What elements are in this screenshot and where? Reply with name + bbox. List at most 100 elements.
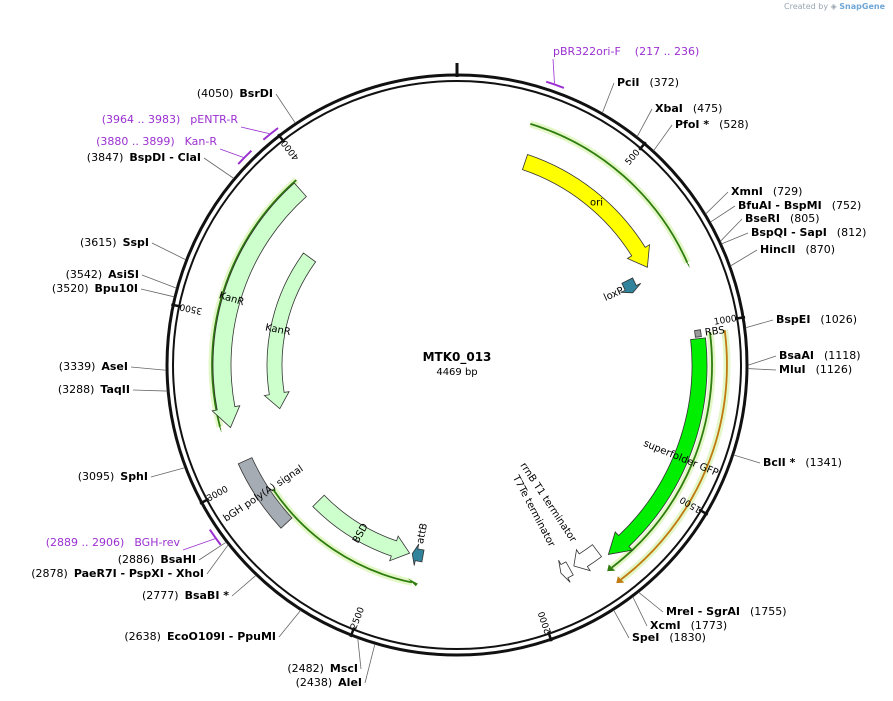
feature-bsd[interactable] (312, 494, 411, 562)
orf-track-halo (269, 487, 413, 586)
scale-tick-label: 3000 (205, 485, 230, 505)
site-bspdi-clai[interactable]: BspDI - ClaI(3847) (87, 151, 234, 179)
site-leader-line (364, 644, 376, 684)
primer-coord: (217 .. 236) (635, 45, 700, 58)
site-xcmi[interactable]: XcmI(1773) (632, 596, 728, 632)
site-name: MscI (330, 662, 358, 675)
site-paer7i-pspxi-xhoi[interactable]: PaeR7I - PspXI - XhoI(2878) (31, 544, 229, 580)
primer-kan-r[interactable]: Kan-R(3880 .. 3899) (96, 135, 253, 165)
site-bseri[interactable]: BseRI(805) (720, 212, 820, 242)
primer-name: Kan-R (185, 135, 218, 148)
primer-leader-line (552, 58, 555, 84)
site-coord: (372) (649, 76, 679, 89)
site-leader-line (601, 82, 615, 114)
site-sphi[interactable]: SphI(3095) (78, 467, 185, 483)
scale-tick (547, 631, 553, 642)
site-name: AsiSI (108, 268, 139, 281)
site-name: BseRI (745, 212, 780, 225)
backbone-inner-circle (172, 80, 742, 650)
site-xbai[interactable]: XbaI (475) (636, 102, 723, 137)
map-center: MTK0_013 4469 bp (423, 350, 492, 378)
site-msci[interactable]: MscI(2482) (287, 638, 362, 675)
site-spei[interactable]: SpeI(1830) (613, 610, 706, 644)
site-coord: (3339) (59, 360, 96, 373)
site-sspi[interactable]: SspI(3615) (80, 236, 186, 261)
site-bspqi-sapi[interactable]: BspQI - SapI(812) (721, 226, 867, 245)
site-leader-line (206, 544, 229, 575)
site-bspei[interactable]: BspEI(1026) (745, 313, 857, 329)
site-mlui[interactable]: MluI(1126) (747, 363, 852, 376)
site-name: PfoI * (675, 118, 709, 131)
primer-arrow (237, 149, 253, 165)
feature-ori[interactable] (521, 153, 650, 268)
primer-arrow (208, 529, 222, 546)
primer-pbr322ori-f[interactable]: pBR322ori-F (217 .. 236) (545, 45, 700, 89)
site-bsaai[interactable]: BsaAI (1118) (747, 349, 861, 366)
orf-tracks (208, 120, 731, 587)
feature-loxp[interactable] (620, 277, 642, 294)
primer-arrow (262, 127, 279, 141)
primer-name: pENTR-R (190, 113, 238, 126)
feature-attb[interactable] (411, 543, 425, 566)
primer-bgh-rev[interactable]: BGH-rev(2889 .. 2906) (46, 529, 222, 551)
site-leader-line (733, 454, 761, 464)
site-coord: (3847) (87, 151, 124, 164)
site-pfoi[interactable]: PfoI *(528) (653, 118, 749, 151)
site-bsabi[interactable]: BsaBI *(2777) (142, 575, 257, 602)
site-coord: (2438) (296, 676, 333, 689)
primer-leader-line (240, 126, 270, 135)
site-coord: (1118) (824, 349, 861, 362)
primer-arrow (545, 80, 565, 89)
site-asisi[interactable]: AsiSI(3542) (66, 268, 177, 289)
site-coord: (1773) (691, 619, 728, 632)
site-leader-line (730, 249, 758, 267)
feature-superfolder-gfp[interactable] (607, 337, 708, 555)
site-alei[interactable]: AleI(2438) (296, 644, 376, 689)
site-leader-line (203, 157, 234, 179)
site-name: BsaAI (779, 349, 814, 362)
site-coord: (475) (693, 102, 723, 115)
primer-leader-line (219, 148, 244, 158)
site-leader-line (151, 242, 186, 261)
site-pcii[interactable]: PciI(372) (601, 76, 679, 114)
feature-kanr[interactable] (263, 252, 317, 410)
feature-kanr[interactable] (211, 182, 307, 429)
site-leader-line (720, 218, 743, 242)
site-mrei-sgrai[interactable]: MreI - SgrAI(1755) (638, 592, 787, 618)
site-asei[interactable]: AseI(3339) (59, 360, 167, 373)
site-name: XbaI (655, 102, 683, 115)
site-ecoo109i-ppumi[interactable]: EcoO109I - PpuMI(2638) (124, 610, 301, 643)
scale-tick (638, 141, 647, 151)
site-bcli[interactable]: BclI *(1341) (733, 454, 842, 469)
site-leader-line (357, 638, 362, 670)
feature-rrnb-t1-terminator[interactable] (573, 544, 603, 572)
site-taqii[interactable]: TaqII(3288) (58, 383, 168, 396)
site-coord: (3288) (58, 383, 95, 396)
site-name: PaeR7I - PspXI - XhoI (74, 567, 204, 580)
site-coord: (752) (832, 199, 862, 212)
site-bpu10i[interactable]: Bpu10I(3520) (52, 282, 175, 298)
site-coord: (729) (773, 185, 803, 198)
site-bsahi[interactable]: BsaHI(2886) (118, 541, 227, 566)
site-leader-line (747, 355, 777, 366)
site-name: EcoO109I - PpuMI (167, 630, 276, 643)
scale-tick-label: 2000 (537, 610, 554, 635)
scale-tick (199, 497, 210, 505)
site-bfuai-bspmi[interactable]: BfuAI - BspMI(752) (710, 199, 862, 223)
feature-bgh-poly-a-signal[interactable] (237, 457, 293, 529)
site-name: BsrDI (239, 87, 273, 100)
site-bsrdi[interactable]: BsrDI(4050) (197, 87, 296, 124)
scale-tick-label: 2500 (349, 606, 367, 631)
primer-name: pBR322ori-F (553, 45, 621, 58)
site-xmni[interactable]: XmnI(729) (705, 185, 803, 215)
feature-rbs[interactable] (694, 329, 702, 338)
primer-pentr-r[interactable]: pENTR-R(3964 .. 3983) (102, 113, 279, 141)
plasmid-name: MTK0_013 (423, 350, 492, 365)
site-leader-line (710, 205, 736, 223)
feature-t7te-terminator[interactable] (558, 559, 574, 583)
site-hincii[interactable]: HincII(870) (730, 243, 836, 267)
site-leader-line (705, 191, 729, 215)
site-leader-line (745, 319, 774, 329)
primer-leader-line (182, 538, 216, 551)
site-coord: (3615) (80, 236, 117, 249)
